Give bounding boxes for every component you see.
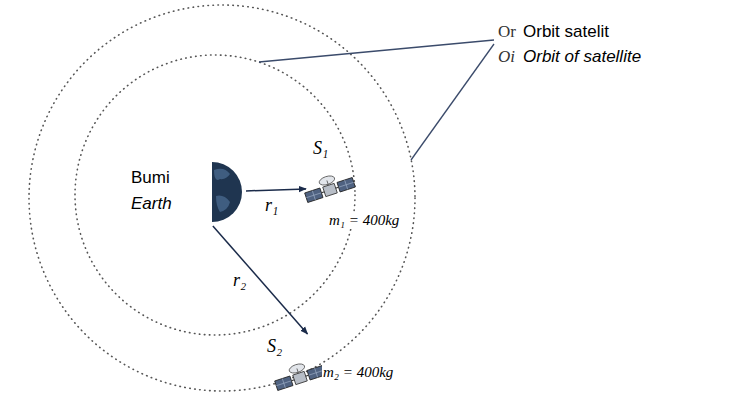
outer-orbit <box>29 5 415 391</box>
earth-land <box>214 169 230 212</box>
earth-node: BumiEarth <box>122 160 246 226</box>
satellite-name: S₁ <box>312 138 329 159</box>
satellite-s1 <box>302 169 355 203</box>
leader-line <box>411 44 494 160</box>
leader-line <box>259 40 494 62</box>
radius-line <box>213 226 308 334</box>
earth-label-en: Earth <box>130 194 173 214</box>
mass-label: m₂ = 400kg <box>322 364 394 381</box>
callout-label: Orbit satelit <box>522 22 610 42</box>
callout-label: Orbit of satellite <box>522 47 642 67</box>
radius-label: r₂ <box>232 270 247 291</box>
mass-label: m₁ = 400kg <box>328 212 400 229</box>
satellite-name: S₂ <box>266 336 283 357</box>
earth-label: Bumi <box>130 168 171 188</box>
inner-orbit <box>75 55 355 335</box>
satellite-node: S₁ m₁ = 400kg <box>306 138 418 236</box>
satellite-s2 <box>272 357 325 391</box>
callout-fragment: Oi <box>497 47 516 67</box>
satellite-node: S₂ m₂ = 400kg <box>262 334 402 390</box>
callout-fragment: Or <box>497 22 517 42</box>
earth-globe <box>212 162 242 222</box>
radius-line <box>246 189 306 191</box>
radius-label: r₁ <box>264 195 279 216</box>
